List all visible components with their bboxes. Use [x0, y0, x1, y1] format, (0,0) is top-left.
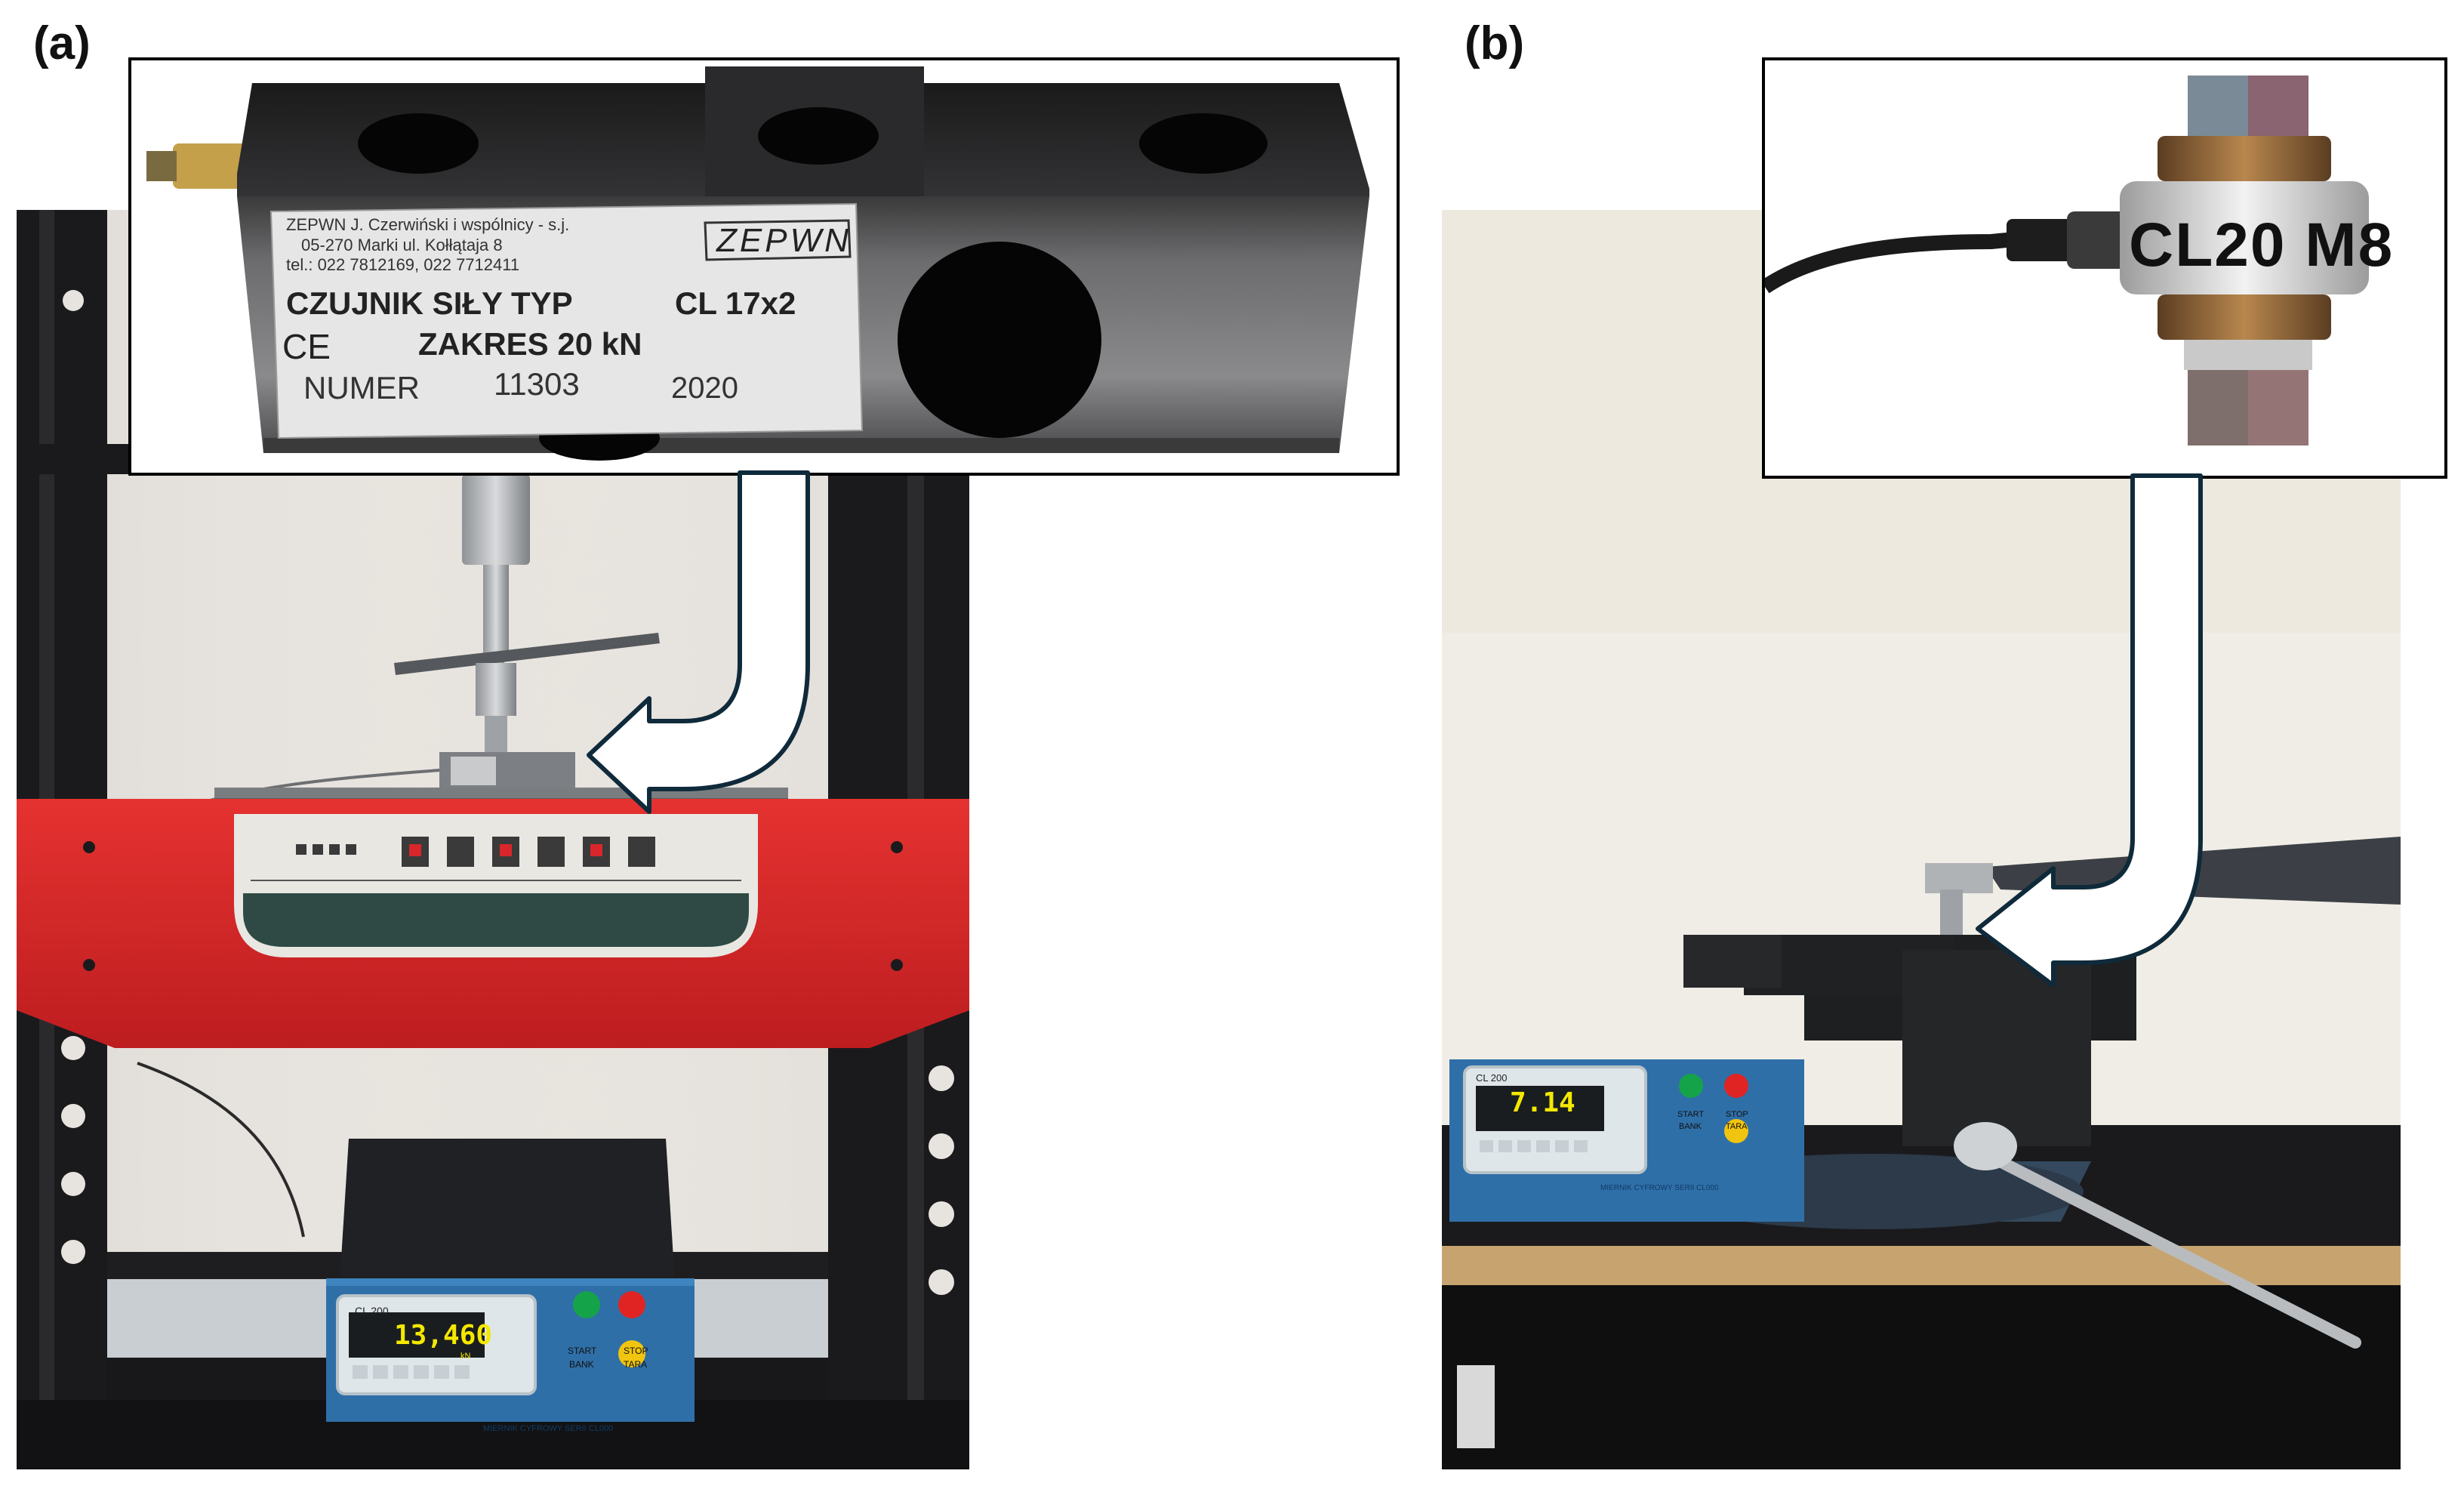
panel-b-inset: CL20 M8	[1762, 57, 2447, 479]
panel-a-inset: ZEPWN J. Czerwiński i wspólnicy - s.j. 0…	[128, 57, 1400, 476]
panel-b-label: (b)	[1465, 17, 1525, 69]
meter-a-bank-label: BANK	[569, 1359, 594, 1370]
meter-b-model: CL 200	[1476, 1072, 1508, 1084]
meter-b-stop-label: STOP	[1726, 1110, 1748, 1119]
load-cell-range: ZAKRES 20 kN	[418, 326, 642, 362]
meter-a-footer: MIERNIK CYFROWY SERII CL000	[483, 1424, 614, 1433]
meter-b-bank-label: BANK	[1679, 1122, 1702, 1131]
meter-box-b	[1449, 1059, 1804, 1222]
load-cell-number-value: 11303	[494, 366, 580, 402]
sensor-label: CL20 M8	[2129, 211, 2395, 279]
load-cell-type-value: CL 17x2	[675, 285, 796, 321]
meter-a-unit: kN	[460, 1352, 471, 1361]
press-red-beam	[17, 799, 969, 1048]
meter-b-footer: MIERNIK CYFROWY SERII CL000	[1600, 1184, 1719, 1192]
panel-a-label: (a)	[33, 17, 91, 69]
meter-b-start-label: START	[1677, 1110, 1705, 1119]
load-cell-photo	[146, 66, 1369, 461]
load-cell-number-label: NUMER	[303, 370, 420, 405]
load-cell-company-line1: ZEPWN J. Czerwiński i wspólnicy - s.j.	[286, 215, 570, 234]
meter-box-a	[326, 1139, 695, 1422]
press-piston	[394, 474, 660, 757]
load-cell-company-line3: tel.: 022 7812169, 022 7712411	[286, 255, 520, 274]
meter-a-tara-label: TARA	[624, 1359, 648, 1370]
load-cell-year: 2020	[671, 372, 738, 405]
meter-a-stop-label: STOP	[624, 1346, 648, 1356]
zepwn-logo: ZEPWN	[716, 222, 852, 259]
meter-a-model: CL 200	[355, 1305, 389, 1317]
sensor-photo	[1765, 76, 2369, 445]
meter-b-tara-label: TARA	[1726, 1122, 1748, 1131]
ce-mark: CE	[282, 327, 331, 366]
meter-a-reading: 13,460	[394, 1320, 493, 1351]
meter-b-reading: 7.14	[1510, 1087, 1575, 1118]
meter-a-start-label: START	[568, 1346, 597, 1356]
load-cell-company-line2: 05-270 Marki ul. Kołłątaja 8	[301, 236, 503, 254]
load-cell-type-line: CZUJNIK SIŁY TYP	[286, 285, 573, 321]
